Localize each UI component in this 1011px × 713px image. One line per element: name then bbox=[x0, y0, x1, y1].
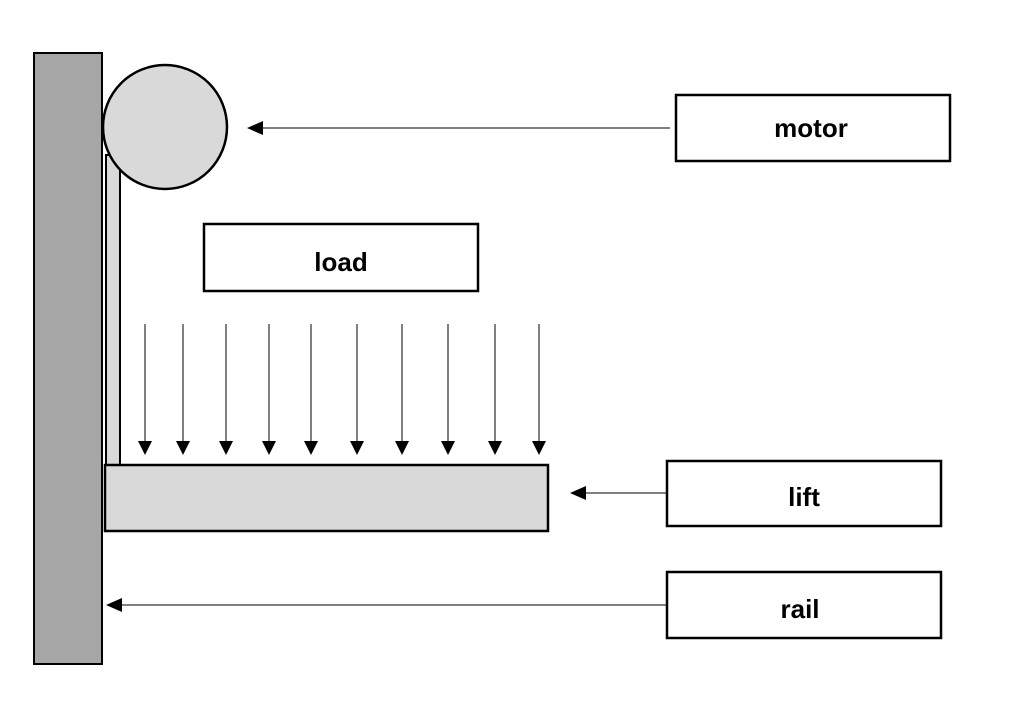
load-arrow bbox=[138, 324, 152, 455]
rail bbox=[33, 52, 103, 665]
cable bbox=[105, 154, 121, 467]
load-arrow bbox=[350, 324, 364, 455]
motor bbox=[101, 63, 229, 191]
load-arrow bbox=[532, 324, 546, 455]
load-arrow bbox=[262, 324, 276, 455]
load-arrow bbox=[441, 324, 455, 455]
motor-label-box bbox=[674, 93, 952, 163]
load-label: load bbox=[314, 247, 367, 277]
lift-label-box bbox=[665, 459, 943, 528]
load-arrow bbox=[304, 324, 318, 455]
rail-label-box bbox=[665, 570, 943, 640]
lift-platform bbox=[103, 463, 550, 533]
load-arrow bbox=[395, 324, 409, 455]
load-label-box bbox=[202, 222, 480, 293]
load-arrow bbox=[219, 324, 233, 455]
load-arrows bbox=[138, 324, 546, 455]
load-arrow bbox=[488, 324, 502, 455]
motor-label: motor bbox=[774, 113, 848, 143]
lift-label: lift bbox=[788, 482, 820, 512]
rail-label: rail bbox=[780, 594, 819, 624]
load-arrow bbox=[176, 324, 190, 455]
